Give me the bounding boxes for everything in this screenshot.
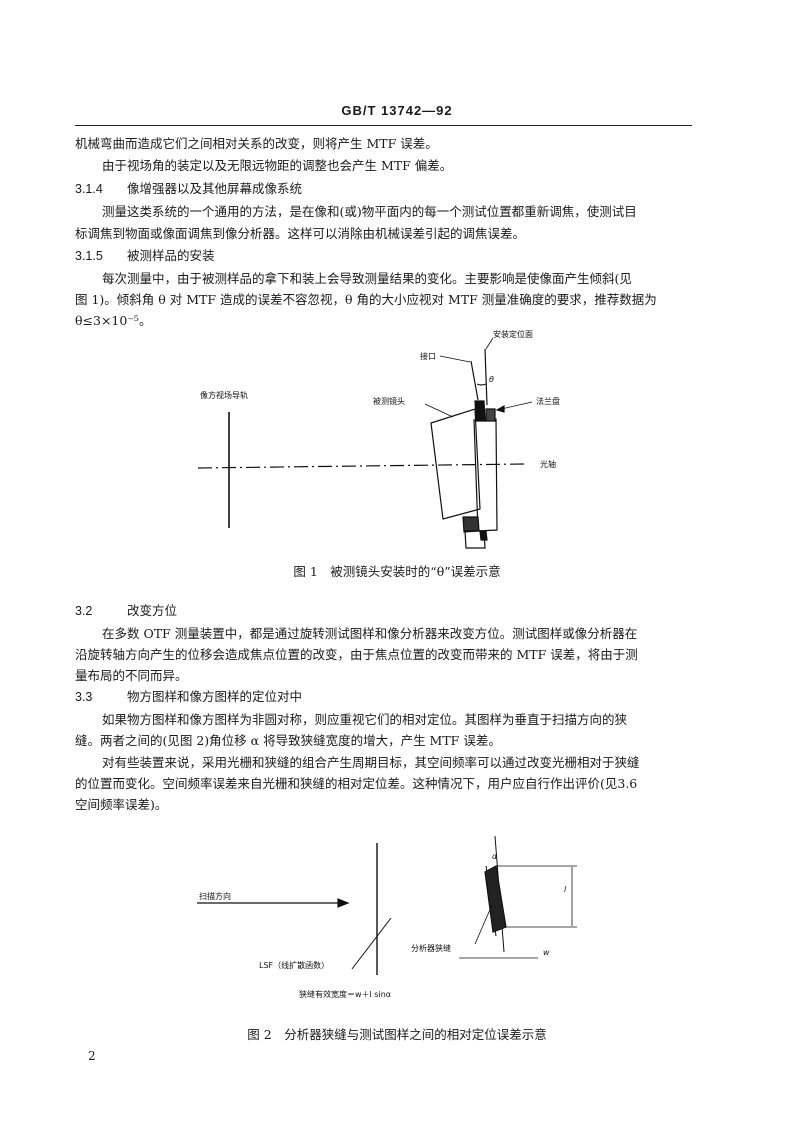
paragraph-line: 测量这类系统的一个通用的方法，是在像和(或)物平面内的每一个测试位置都重新调焦，…: [102, 204, 637, 219]
paragraph-line: 的位置而变化。空间频率误差来自光栅和狭缝的相对定位差。这种情况下，用户应自行作出…: [75, 776, 638, 791]
paragraph-line: 标调焦到物面或像面调焦到像分析器。这样可以消除由机械误差引起的调焦误差。: [75, 226, 526, 241]
analyzer-slit: [484, 865, 507, 933]
figure-2: [197, 835, 577, 975]
label-slit-width-formula: 狭缝有效宽度＝w＋l sinα: [299, 989, 391, 999]
paragraph-line: 由于视场角的装定以及无限远物距的调整也会产生 MTF 偏差。: [102, 158, 453, 173]
paragraph-line: 对有些装置来说，采用光栅和狭缝的组合产生周期目标，其空间频率可以通过改变光栅相对…: [102, 755, 640, 770]
flange-hatch-bottom: [479, 530, 488, 541]
paragraph-line: 空间频率误差)。: [75, 797, 168, 812]
paragraph-line: 量布局的不同而异。: [75, 668, 188, 683]
label-scan-direction: 扫描方向: [199, 891, 231, 901]
mount-face-leader: [485, 337, 494, 350]
label-lens: 被测镜头: [373, 396, 405, 406]
label-theta: θ: [489, 375, 494, 384]
interface-line: [470, 360, 479, 401]
flange-hatch-top: [474, 400, 486, 422]
figure-2-caption: 图 2 分析器狭缝与测试图样之间的相对定位误差示意: [247, 1027, 547, 1042]
lens-body: [430, 408, 481, 520]
label-alpha: α: [492, 852, 498, 861]
flange-arrow: [495, 404, 505, 413]
label-image-rail: 像方视场导轨: [200, 390, 248, 400]
paragraph-line: 缝。两者之间的(见图 2)角位移 α 将导致狭缝宽度的增大，产生 MTF 误差。: [75, 733, 501, 748]
label-interface: 接口: [420, 351, 436, 361]
header-rule: [75, 125, 692, 126]
flange-base: [464, 530, 486, 549]
label-flange: 法兰盘: [536, 396, 560, 406]
paragraph-line: 机械弯曲而造成它们之间相对关系的改变，则将产生 MTF 误差。: [75, 136, 438, 151]
theta-arc: [476, 383, 487, 386]
scan-direction-arrow: [337, 898, 350, 908]
lens-leader: [424, 403, 454, 418]
figure-1: [197, 337, 533, 549]
optical-axis-line: [197, 463, 526, 469]
page-number: 2: [88, 1049, 96, 1063]
standard-header: GB/T 13742—92: [341, 103, 453, 118]
slit-leader: [474, 904, 493, 945]
paragraph-line: 每次测量中，由于被测样品的拿下和装上会导致测量结果的变化。主要影响是使像面产生倾…: [102, 271, 632, 286]
paragraph-line: 沿旋转轴方向产生的位移会造成焦点位置的改变，由于焦点位置的改变而带来的 MTF …: [75, 647, 638, 662]
label-analyzer-slit: 分析器狭缝: [411, 943, 451, 953]
interface-leader: [439, 355, 471, 363]
flange-hatch-bottom-left: [462, 516, 480, 533]
flange-lug: [485, 408, 496, 422]
label-lsf: LSF（线扩散函数）: [259, 960, 329, 970]
lsf-leader: [351, 917, 392, 970]
label-mount-face: 安装定位面: [493, 329, 533, 339]
paragraph-line: 图 1)。倾斜角 θ 对 MTF 造成的误差不容忽视，θ 角的大小应视对 MTF…: [75, 292, 657, 307]
paragraph-line: θ≤3×10⁻⁵。: [75, 313, 152, 328]
mount-face-line: [484, 348, 488, 406]
paragraph-line: 如果物方图样和像方图样为非圆对称，则应重视它们的相对定位。其图样为垂直于扫描方向…: [102, 712, 628, 727]
label-l: l: [564, 885, 567, 894]
paragraph-line: 在多数 OTF 测量装置中，都是通过旋转测试图样和像分析器来改变方位。测试图样或…: [102, 626, 638, 641]
label-optical-axis: 光轴: [540, 459, 556, 469]
figure-1-caption: 图 1 被测镜头安装时的“θ”误差示意: [293, 564, 501, 579]
label-w: w: [543, 948, 550, 957]
flange-body: [473, 418, 498, 532]
